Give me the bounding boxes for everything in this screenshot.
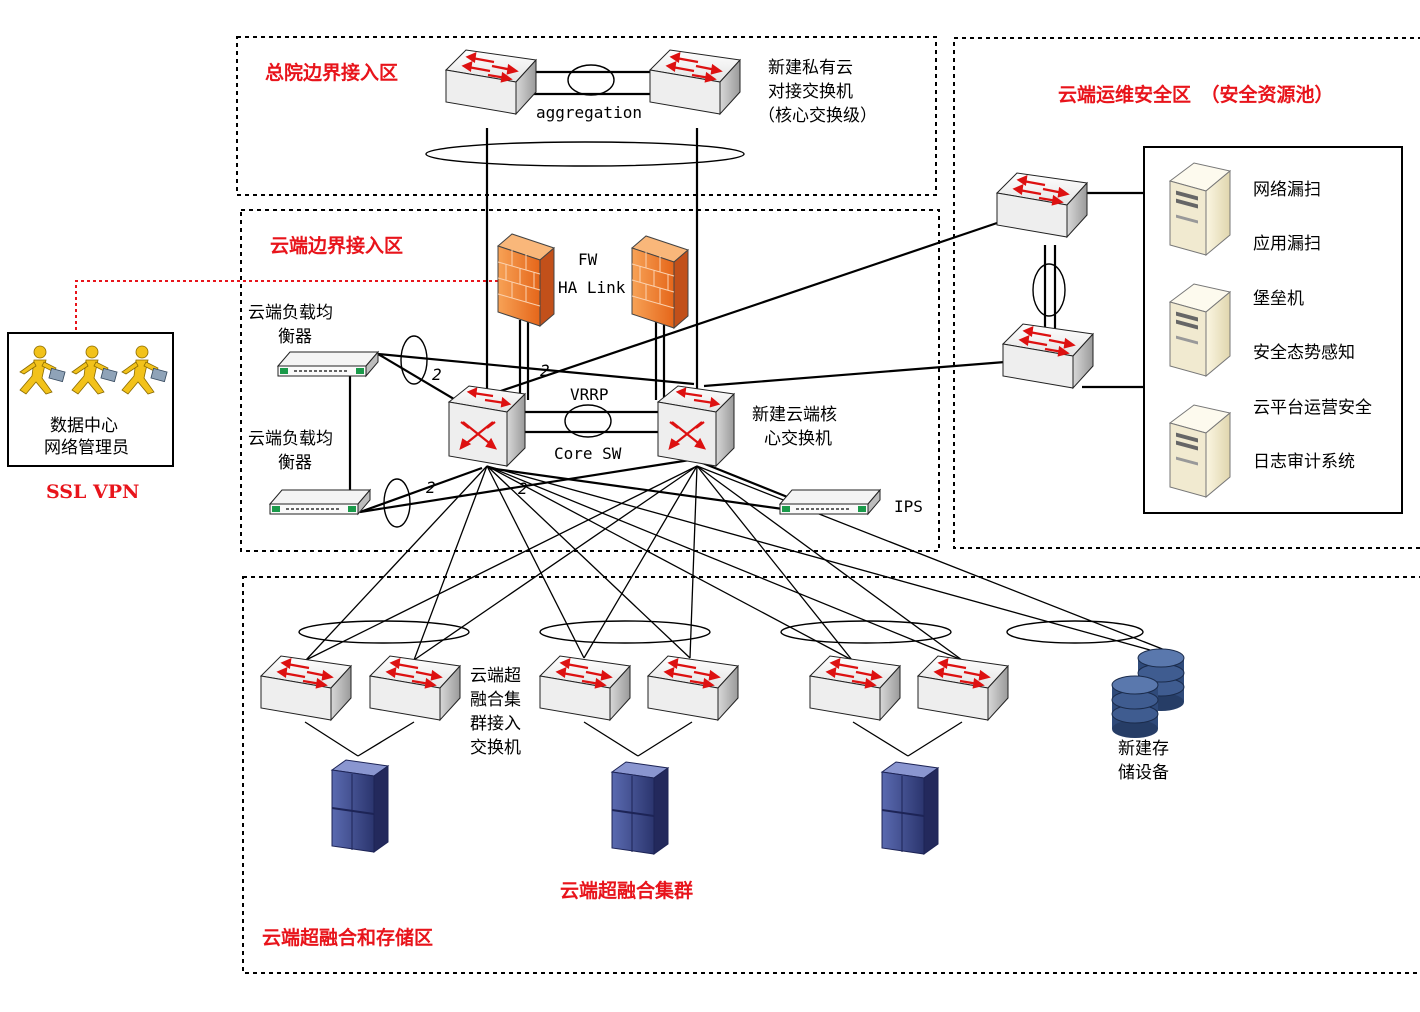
security-service-log-audit: 日志审计系统 [1253, 452, 1355, 472]
security-service-cloud-ops: 云平台运营安全 [1253, 398, 1372, 418]
zone-hci-storage-box [242, 576, 1420, 974]
private-cloud-switch-label-2: 对接交换机 [768, 82, 853, 102]
storage-disk-front-icon [1111, 675, 1159, 739]
new-storage-label-2: 储设备 [1118, 763, 1169, 783]
load-balancer-1-label-2: 衡器 [278, 327, 312, 347]
admin-label-2: 网络管理员 [44, 438, 129, 458]
aggregation-label: aggregation [536, 103, 642, 122]
load-balancer-2-label-1: 云端负载均 [248, 429, 333, 449]
hq-switch-left-icon [444, 48, 538, 116]
cloud-core-switch-label-1: 新建云端核 [752, 405, 837, 425]
security-service-vuln-scan: 网络漏扫 [1253, 180, 1321, 200]
ssl-vpn-link [75, 280, 498, 330]
admin-label-1: 数据中心 [50, 416, 118, 436]
hci-access-switch-2b-icon [646, 654, 740, 722]
ha-link-label: HA Link [558, 278, 626, 297]
ips-label: IPS [894, 497, 923, 516]
load-balancer-2-label-2: 衡器 [278, 453, 312, 473]
security-service-situation-awareness: 安全态势感知 [1253, 343, 1355, 363]
firewall-left-icon [497, 233, 555, 327]
zone-cloud-border-title: 云端边界接入区 [270, 234, 403, 257]
ops-switch-top-icon [995, 171, 1089, 239]
lb2-link-count-b: 2 [518, 479, 528, 498]
security-service-bastion: 堡垒机 [1253, 289, 1304, 309]
core-switch-left-icon [447, 384, 527, 468]
aggregation-ellipses [298, 64, 1144, 644]
hci-access-switch-1a-icon [259, 654, 353, 722]
ssl-vpn-label: SSL VPN [46, 481, 139, 503]
hci-access-switch-label-1: 云端超 [470, 666, 521, 686]
hci-access-switch-3b-icon [916, 654, 1010, 722]
zone-hci-storage-title: 云端超融合和存储区 [262, 926, 433, 949]
load-balancer-1-label-1: 云端负载均 [248, 303, 333, 323]
lb1-link-count-a: 2 [432, 365, 442, 384]
lb2-link-count-a: 2 [426, 478, 436, 497]
load-balancer-1-icon [277, 351, 379, 377]
ops-switch-bottom-icon [1001, 322, 1095, 390]
zone-ops-security-title: 云端运维安全区 （安全资源池） [1058, 83, 1334, 106]
zone-hq-border-box [236, 36, 937, 196]
hci-cluster-title: 云端超融合集群 [560, 879, 693, 902]
zone-cloud-border-box [240, 209, 940, 552]
security-server-3-icon [1169, 404, 1231, 498]
vrrp-label: VRRP [570, 385, 609, 404]
hci-node-2-icon [611, 761, 669, 855]
security-service-app-scan: 应用漏扫 [1253, 234, 1321, 254]
hci-access-switch-label-2: 融合集 [470, 690, 521, 710]
lb1-link-count-b: 2 [540, 361, 550, 380]
security-services-box [1143, 146, 1403, 514]
new-storage-label-1: 新建存 [1118, 739, 1169, 759]
core-sw-label: Core SW [554, 444, 622, 463]
ips-icon [779, 489, 881, 515]
hq-switch-right-icon [648, 48, 742, 116]
hci-access-switch-2a-icon [538, 654, 632, 722]
cloud-core-switch-label-2: 心交换机 [764, 429, 832, 449]
fw-label: FW [578, 250, 598, 269]
zone-ops-security-box [953, 37, 1420, 549]
hci-node-3-icon [881, 761, 939, 855]
hci-access-switch-1b-icon [368, 654, 462, 722]
private-cloud-switch-label-1: 新建私有云 [768, 58, 853, 78]
private-cloud-switch-label-3: （核心交换级） [758, 106, 877, 126]
hci-access-switch-3a-icon [808, 654, 902, 722]
security-server-1-icon [1169, 162, 1231, 256]
zone-hq-border-title: 总院边界接入区 [265, 61, 398, 84]
core-switch-right-icon [656, 384, 736, 468]
firewall-right-icon [631, 235, 689, 329]
security-server-2-icon [1169, 283, 1231, 377]
load-balancer-2-icon [269, 489, 371, 515]
hci-access-switch-label-4: 交换机 [470, 738, 521, 758]
hci-access-switch-label-3: 群接入 [470, 714, 521, 734]
hci-node-1-icon [331, 759, 389, 853]
